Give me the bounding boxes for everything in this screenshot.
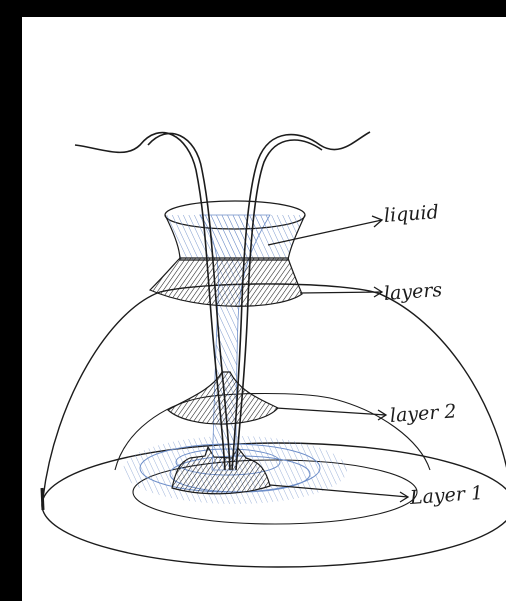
label-liquid: liquid <box>383 201 439 227</box>
label-layer2: layer 2 <box>389 400 457 427</box>
layer3-shape <box>150 258 302 306</box>
top-cup-body <box>165 215 305 260</box>
label-layer3: layers <box>383 279 443 305</box>
